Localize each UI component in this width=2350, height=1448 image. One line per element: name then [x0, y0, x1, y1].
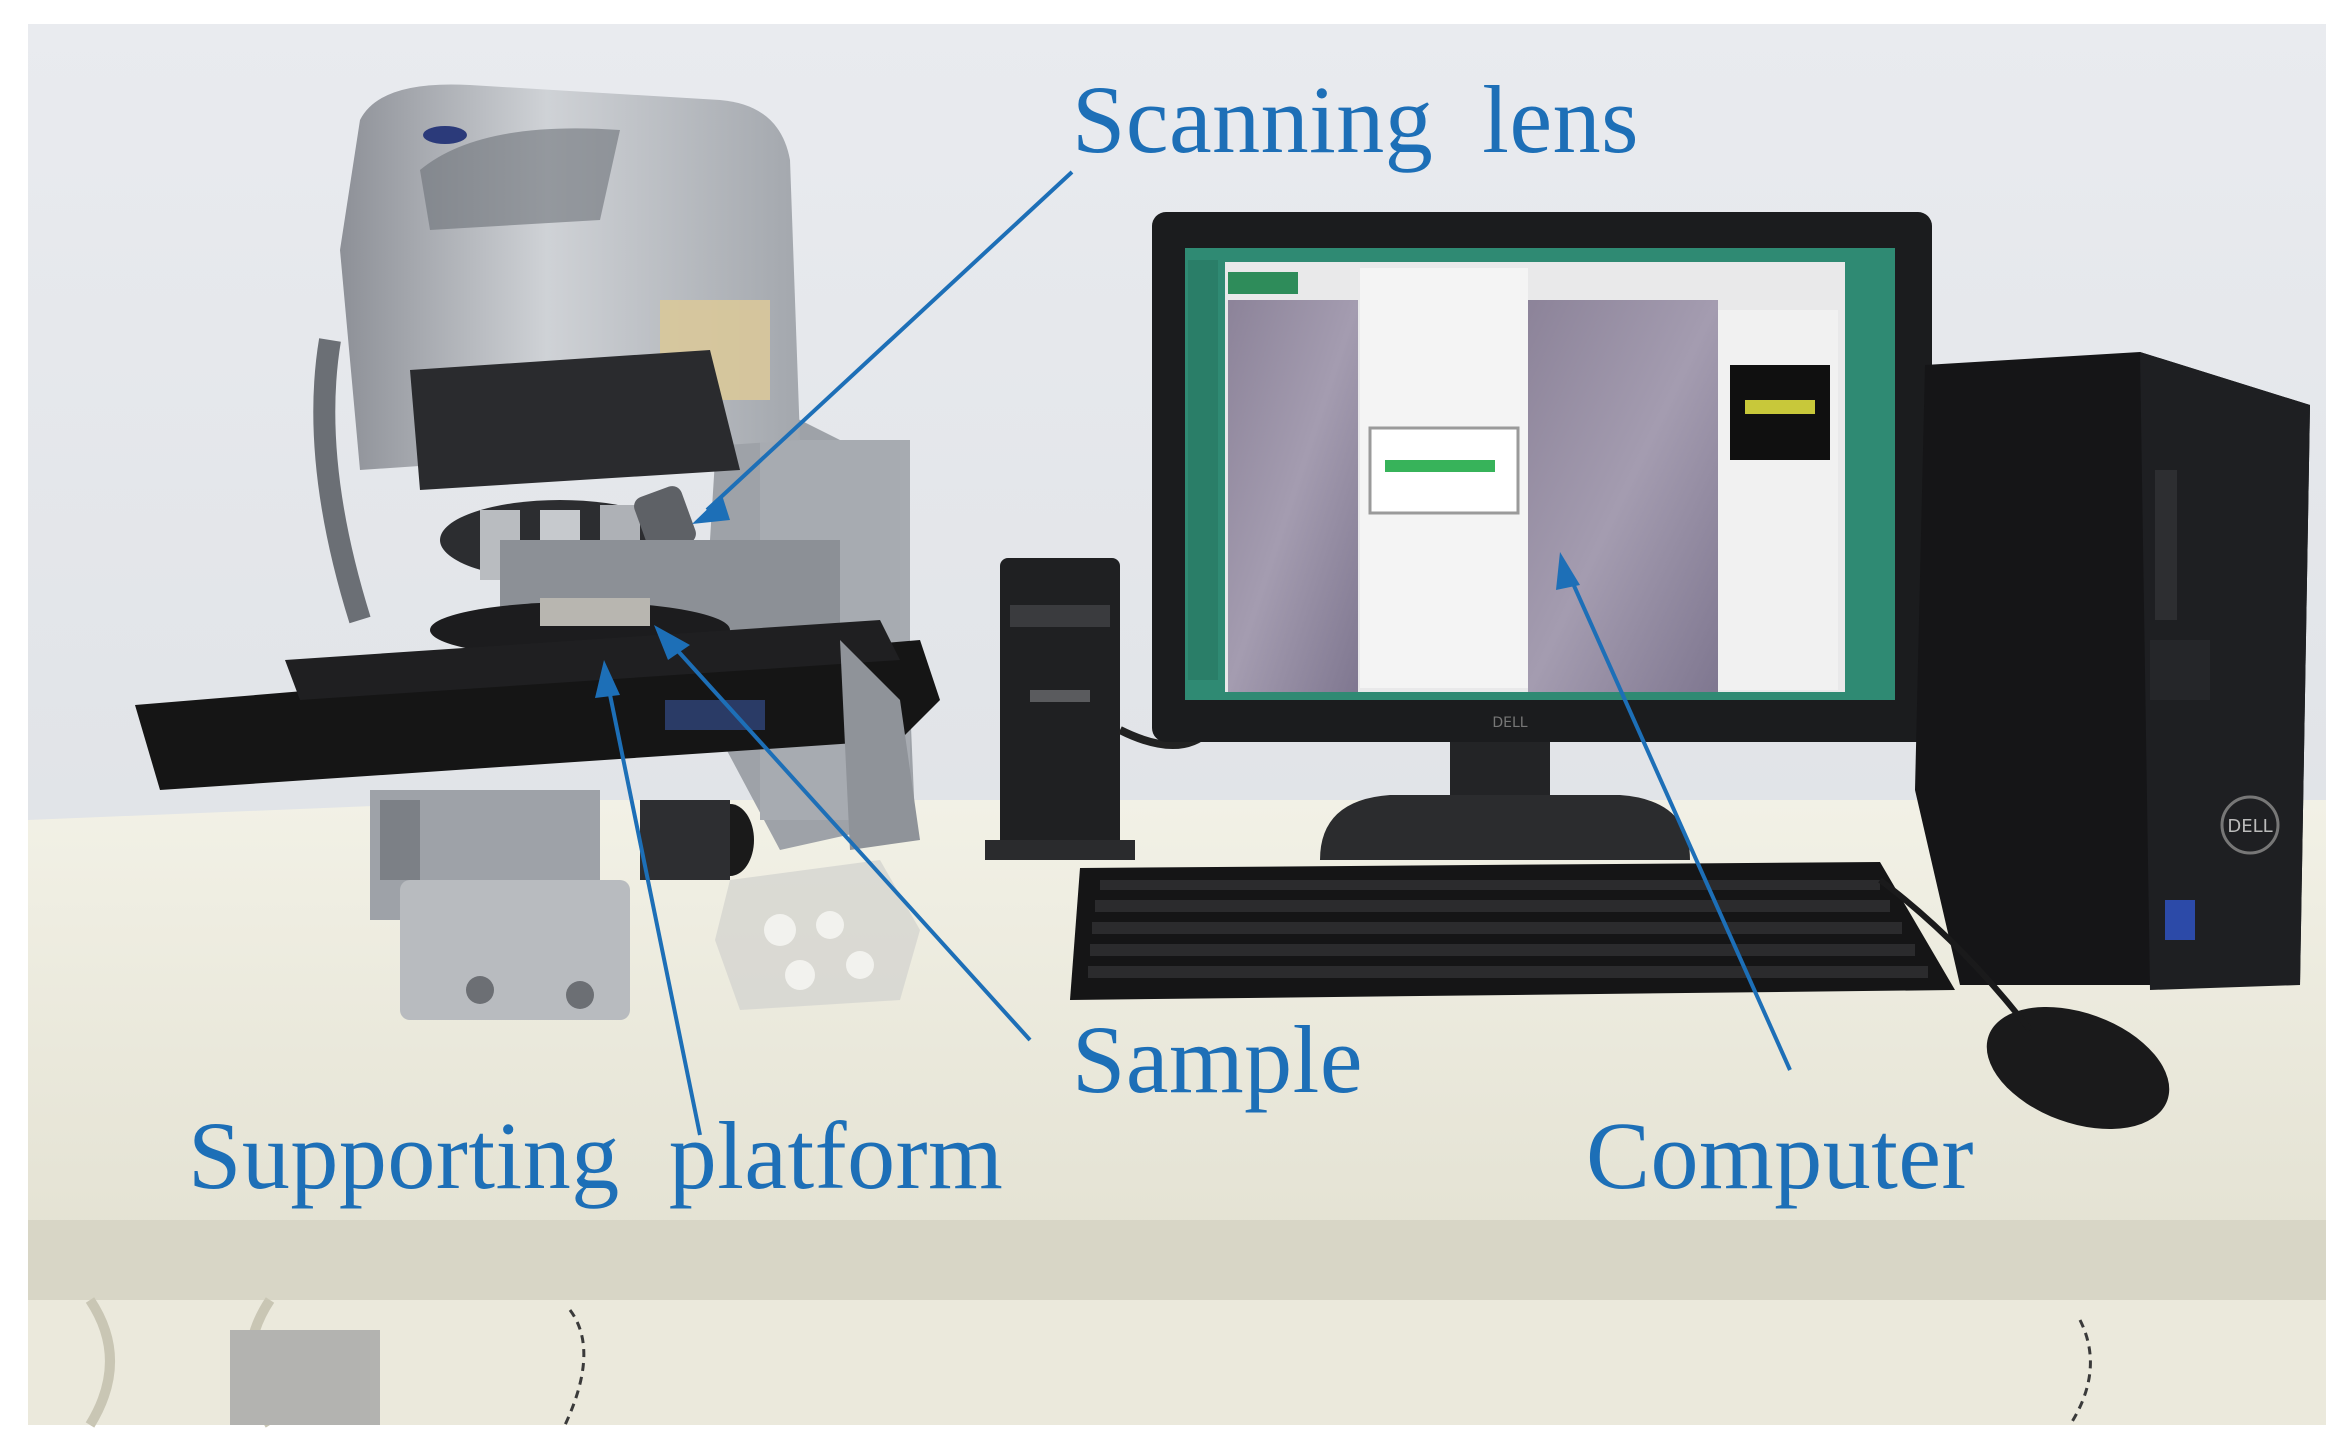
controller-box	[985, 558, 1213, 860]
tower-brand: DELL	[2227, 816, 2272, 837]
sample-box	[715, 860, 920, 1010]
monitor-brand: DELL	[1492, 715, 1527, 731]
microscope	[135, 84, 940, 1020]
tower-pc: DELL	[1915, 352, 2310, 990]
stage	[135, 640, 940, 790]
desk-edge	[28, 1220, 2326, 1300]
monitor: DELL	[1152, 212, 1932, 860]
keyboard	[1070, 862, 1955, 1000]
callout-arrows	[595, 170, 1792, 1136]
label-computer: Computer	[1586, 1102, 1974, 1209]
label-sample: Sample	[1072, 1006, 1363, 1113]
mouse	[1878, 877, 2170, 1130]
label-scanning-lens: Scanning lens	[1072, 66, 1639, 173]
label-supporting-platform: Supporting platform	[188, 1102, 1004, 1209]
